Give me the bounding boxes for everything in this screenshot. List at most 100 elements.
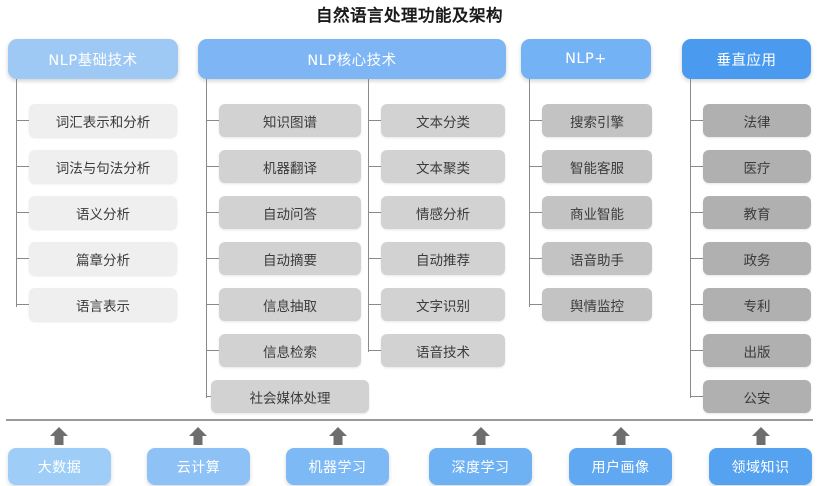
leaf-vertical-app-1[interactable]: 医疗 — [703, 150, 811, 183]
header-nlp-plus[interactable]: NLP+ — [521, 39, 651, 79]
leaf-vertical-app-6[interactable]: 公安 — [703, 380, 811, 413]
branch-basic-4 — [16, 304, 34, 305]
leaf-label: 医疗 — [743, 160, 771, 177]
leaf-label: 文本聚类 — [416, 160, 470, 177]
leaf-nlp-core-right-3[interactable]: 自动推荐 — [381, 242, 505, 275]
foundation-box-4[interactable]: 用户画像 — [569, 448, 672, 485]
branch-core-r-4 — [368, 304, 386, 305]
page-title: 自然语言处理功能及架构 — [316, 6, 503, 25]
arrow-up-icon — [48, 425, 70, 447]
trunk-nlp-plus — [529, 79, 530, 307]
leaf-nlp-plus-1[interactable]: 智能客服 — [542, 150, 652, 183]
leaf-nlp-core-right-5[interactable]: 语音技术 — [381, 334, 505, 367]
branch-core-l-2 — [206, 212, 224, 213]
leaf-nlp-plus-2[interactable]: 商业智能 — [542, 196, 652, 229]
branch-vert-4 — [690, 304, 708, 305]
leaf-vertical-app-5[interactable]: 出版 — [703, 334, 811, 367]
leaf-label: 语音助手 — [570, 252, 624, 269]
trunk-nlp-core-left — [206, 79, 207, 398]
section-divider — [6, 419, 813, 421]
foundation-box-5[interactable]: 领域知识 — [709, 448, 812, 485]
leaf-label: 舆情监控 — [570, 298, 624, 315]
foundation-box-0[interactable]: 大数据 — [8, 448, 111, 485]
foundation-box-1[interactable]: 云计算 — [147, 448, 250, 485]
leaf-label: 自动推荐 — [416, 252, 470, 269]
foundation-label: 大数据 — [37, 459, 82, 476]
header-vertical-app[interactable]: 垂直应用 — [682, 39, 811, 79]
leaf-label: 信息检索 — [263, 344, 317, 361]
branch-core-r-5 — [368, 350, 386, 351]
branch-core-l-4 — [206, 304, 224, 305]
leaf-label: 商业智能 — [570, 206, 624, 223]
leaf-label: 语言表示 — [76, 298, 130, 315]
leaf-label: 智能客服 — [570, 160, 624, 177]
leaf-label: 教育 — [743, 206, 771, 223]
foundation-box-3[interactable]: 深度学习 — [429, 448, 532, 485]
arrow-up-icon — [327, 425, 349, 447]
branch-plus-4 — [529, 304, 547, 305]
leaf-vertical-app-0[interactable]: 法律 — [703, 104, 811, 137]
leaf-nlp-core-left-5[interactable]: 信息检索 — [219, 334, 361, 367]
leaf-label: 情感分析 — [416, 206, 470, 223]
leaf-label: 机器翻译 — [263, 160, 317, 177]
leaf-label: 法律 — [743, 114, 771, 131]
branch-plus-3 — [529, 258, 547, 259]
foundation-label: 深度学习 — [451, 459, 510, 476]
leaf-vertical-app-4[interactable]: 专利 — [703, 288, 811, 321]
leaf-nlp-basic-0[interactable]: 词汇表示和分析 — [29, 104, 177, 137]
leaf-label: 搜索引擎 — [570, 114, 624, 131]
leaf-vertical-app-3[interactable]: 政务 — [703, 242, 811, 275]
branch-vert-5 — [690, 350, 708, 351]
leaf-nlp-basic-3[interactable]: 篇章分析 — [29, 242, 177, 275]
branch-core-r-3 — [368, 258, 386, 259]
branch-basic-0 — [16, 120, 34, 121]
leaf-nlp-core-right-4[interactable]: 文字识别 — [381, 288, 505, 321]
foundation-box-2[interactable]: 机器学习 — [286, 448, 389, 485]
trunk-nlp-core-right — [368, 79, 369, 352]
leaf-nlp-core-left-4[interactable]: 信息抽取 — [219, 288, 361, 321]
header-nlp-plus-label: NLP+ — [565, 51, 607, 67]
header-nlp-basic[interactable]: NLP基础技术 — [8, 39, 178, 79]
leaf-label: 专利 — [743, 298, 771, 315]
leaf-nlp-plus-3[interactable]: 语音助手 — [542, 242, 652, 275]
branch-core-r-0 — [368, 120, 386, 121]
leaf-nlp-core-right-0[interactable]: 文本分类 — [381, 104, 505, 137]
branch-vert-1 — [690, 166, 708, 167]
foundation-label: 云计算 — [176, 459, 221, 476]
branch-basic-2 — [16, 212, 34, 213]
branch-core-r-2 — [368, 212, 386, 213]
leaf-label: 语义分析 — [76, 206, 130, 223]
leaf-nlp-basic-2[interactable]: 语义分析 — [29, 196, 177, 229]
leaf-label: 篇章分析 — [76, 252, 130, 269]
leaf-nlp-basic-4[interactable]: 语言表示 — [29, 288, 177, 321]
leaf-nlp-core-left-1[interactable]: 机器翻译 — [219, 150, 361, 183]
branch-plus-1 — [529, 166, 547, 167]
leaf-label: 社会媒体处理 — [249, 390, 331, 407]
leaf-nlp-core-right-1[interactable]: 文本聚类 — [381, 150, 505, 183]
leaf-label: 政务 — [743, 252, 771, 269]
foundation-label: 机器学习 — [308, 459, 367, 476]
leaf-nlp-plus-0[interactable]: 搜索引擎 — [542, 104, 652, 137]
arrow-up-icon — [610, 425, 632, 447]
leaf-nlp-core-left-0[interactable]: 知识图谱 — [219, 104, 361, 137]
branch-basic-1 — [16, 166, 34, 167]
header-nlp-core-label: NLP核心技术 — [307, 52, 397, 69]
leaf-label: 词法与句法分析 — [55, 160, 151, 177]
leaf-label: 语音技术 — [416, 344, 470, 361]
leaf-nlp-basic-1[interactable]: 词法与句法分析 — [29, 150, 177, 183]
leaf-label: 信息抽取 — [263, 298, 317, 315]
leaf-label: 文字识别 — [416, 298, 470, 315]
leaf-nlp-core-left-2[interactable]: 自动问答 — [219, 196, 361, 229]
leaf-vertical-app-2[interactable]: 教育 — [703, 196, 811, 229]
branch-plus-2 — [529, 212, 547, 213]
leaf-nlp-plus-4[interactable]: 舆情监控 — [542, 288, 652, 321]
leaf-label: 词汇表示和分析 — [55, 114, 151, 131]
header-nlp-core[interactable]: NLP核心技术 — [198, 39, 506, 79]
branch-vert-6 — [690, 396, 708, 397]
branch-basic-3 — [16, 258, 34, 259]
leaf-nlp-core-left-3[interactable]: 自动摘要 — [219, 242, 361, 275]
leaf-nlp-core-right-2[interactable]: 情感分析 — [381, 196, 505, 229]
leaf-label: 公安 — [743, 390, 771, 407]
leaf-nlp-core-left-6[interactable]: 社会媒体处理 — [211, 380, 369, 413]
arrow-up-icon — [470, 425, 492, 447]
